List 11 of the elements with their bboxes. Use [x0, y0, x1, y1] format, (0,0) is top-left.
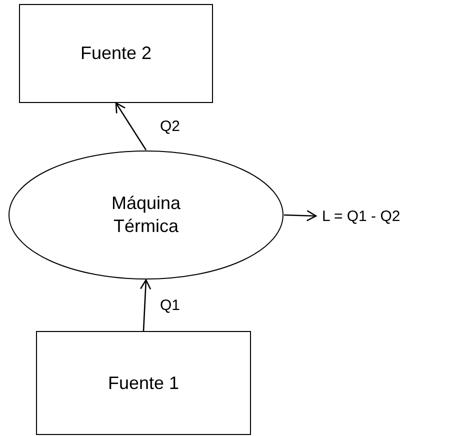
arrow: [284, 210, 317, 222]
arrow: [115, 102, 147, 150]
edge-label: Q2: [160, 118, 180, 134]
node-label: Máquina Térmica: [110, 192, 182, 238]
source-box: [36, 331, 251, 435]
arrow: [140, 279, 152, 332]
node-label: Fuente 1: [108, 372, 180, 394]
result-label: L = Q1 - Q2: [322, 206, 400, 226]
edge-label: Q1: [160, 296, 180, 314]
node-label: Fuente 2: [80, 42, 152, 65]
source-box: [19, 4, 213, 103]
